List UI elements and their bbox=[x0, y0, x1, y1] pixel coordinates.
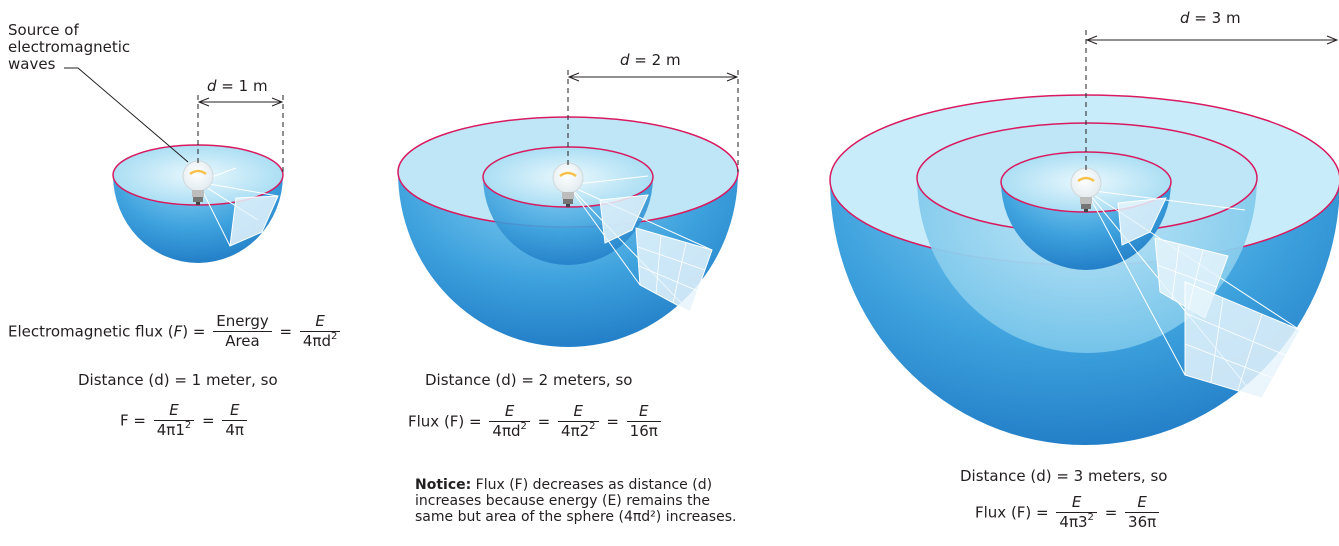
distance-value: = 3 m bbox=[1189, 9, 1241, 27]
F-label: F = bbox=[120, 411, 146, 430]
distance-statement-2m: Distance (d) = 2 meters, so bbox=[425, 371, 633, 389]
distance-statement-1m: Distance (d) = 1 meter, so bbox=[78, 371, 278, 389]
formula-eq-1: ) = bbox=[182, 322, 206, 341]
notice-line-1-text: Flux (F) decreases as distance (d) bbox=[471, 477, 713, 493]
fraction-2m-c: E 16π bbox=[626, 402, 661, 441]
formula-prefix: Electromagnetic flux ( bbox=[8, 322, 174, 341]
distance-statement-3m: Distance (d) = 3 meters, so bbox=[960, 467, 1168, 485]
source-label-line-3: waves bbox=[8, 55, 56, 73]
exponent: 2 bbox=[184, 420, 192, 432]
formula-eq-2: = bbox=[279, 322, 293, 341]
area-patch-1m bbox=[229, 195, 279, 247]
numerator-E: E bbox=[1056, 493, 1097, 514]
fraction-3m-b: E 36π bbox=[1125, 493, 1160, 532]
denominator: 4π2 bbox=[561, 422, 590, 441]
source-leader-line bbox=[64, 67, 189, 163]
distance-value: = 1 m bbox=[216, 77, 268, 95]
source-label-line-2: electromagnetic bbox=[8, 38, 131, 56]
distance-var: d bbox=[1180, 9, 1190, 27]
flux-label: Flux (F) = bbox=[408, 412, 482, 431]
distance-var: d bbox=[207, 77, 217, 95]
energy-text: Energy bbox=[213, 312, 272, 333]
equals: = bbox=[537, 412, 551, 431]
bulb-icon-3m bbox=[1070, 167, 1102, 212]
denominator-4pid: 4πd bbox=[302, 332, 331, 351]
fraction-2m-b: E 4π22 bbox=[558, 402, 599, 441]
equals: = bbox=[1104, 503, 1118, 522]
fraction-2m-a: E 4πd2 bbox=[489, 402, 530, 441]
area-patch-2m bbox=[599, 194, 649, 244]
flux-label: Flux (F) = bbox=[975, 503, 1049, 522]
area-patch-3m-small bbox=[1117, 197, 1167, 246]
notice-heading: Notice: bbox=[415, 477, 472, 493]
dimension-2m bbox=[567, 70, 739, 172]
denominator: 4πd bbox=[492, 422, 521, 441]
exponent-2: 2 bbox=[330, 331, 338, 343]
source-label: Source of electromagnetic waves bbox=[8, 22, 130, 73]
numerator-E: E bbox=[299, 312, 341, 333]
flux-result-2m: Flux (F) = E 4πd2 = E 4π22 = E 16π bbox=[408, 402, 664, 441]
area-patch-2m-large bbox=[635, 227, 713, 313]
fraction-3m-a: E 4π32 bbox=[1056, 493, 1097, 532]
fraction-1m-a: E 4π12 bbox=[153, 401, 195, 440]
distance-label-1m: d = 1 m bbox=[207, 77, 268, 95]
denominator: 4π1 bbox=[156, 421, 185, 440]
denominator: 4π bbox=[225, 421, 244, 440]
numerator-E: E bbox=[489, 402, 530, 423]
flux-result-3m: Flux (F) = E 4π32 = E 36π bbox=[975, 493, 1162, 532]
numerator-E: E bbox=[1125, 493, 1160, 514]
distance-value: = 2 m bbox=[629, 51, 681, 69]
fraction-1m-b: E 4π bbox=[222, 401, 247, 440]
exponent: 2 bbox=[1087, 512, 1094, 524]
source-label-line-1: Source of bbox=[8, 21, 79, 39]
exponent: 2 bbox=[589, 421, 596, 433]
grid-2m bbox=[637, 234, 706, 304]
area-text: Area bbox=[225, 332, 260, 351]
formula-F: F bbox=[173, 322, 183, 341]
notice-text: Notice: Flux (F) decreases as distance (… bbox=[415, 477, 736, 525]
exponent: 2 bbox=[520, 421, 527, 433]
dimension-1m bbox=[197, 95, 284, 175]
notice-line-2: increases because energy (E) remains the bbox=[415, 493, 710, 509]
numerator-E: E bbox=[558, 402, 599, 423]
equals: = bbox=[202, 411, 215, 430]
grid-3m bbox=[1156, 244, 1286, 391]
denominator: 4π3 bbox=[1059, 513, 1088, 532]
flux-formula: Electromagnetic flux (F) = Energy Area =… bbox=[8, 312, 343, 351]
bulb-icon-2m bbox=[552, 162, 584, 207]
distance-var: d bbox=[620, 51, 630, 69]
notice-line-1: Notice: Flux (F) decreases as distance (… bbox=[415, 477, 736, 493]
denominator: 36π bbox=[1128, 513, 1157, 532]
dimension-3m bbox=[1085, 30, 1337, 170]
equals: = bbox=[606, 412, 619, 431]
E-over-4pid2: E 4πd2 bbox=[299, 312, 341, 351]
notice-line-3: same but area of the sphere (4πd²) incre… bbox=[415, 509, 737, 525]
distance-label-3m: d = 3 m bbox=[1180, 9, 1241, 27]
hemisphere-3m bbox=[829, 94, 1339, 445]
denominator: 16π bbox=[629, 422, 658, 441]
energy-over-area: Energy Area bbox=[213, 312, 272, 351]
numerator-E: E bbox=[626, 402, 661, 423]
distance-label-2m: d = 2 m bbox=[620, 51, 681, 69]
numerator-E: E bbox=[153, 401, 195, 422]
numerator-E: E bbox=[222, 401, 247, 422]
flux-result-1m: F = E 4π12 = E 4π bbox=[120, 401, 250, 440]
